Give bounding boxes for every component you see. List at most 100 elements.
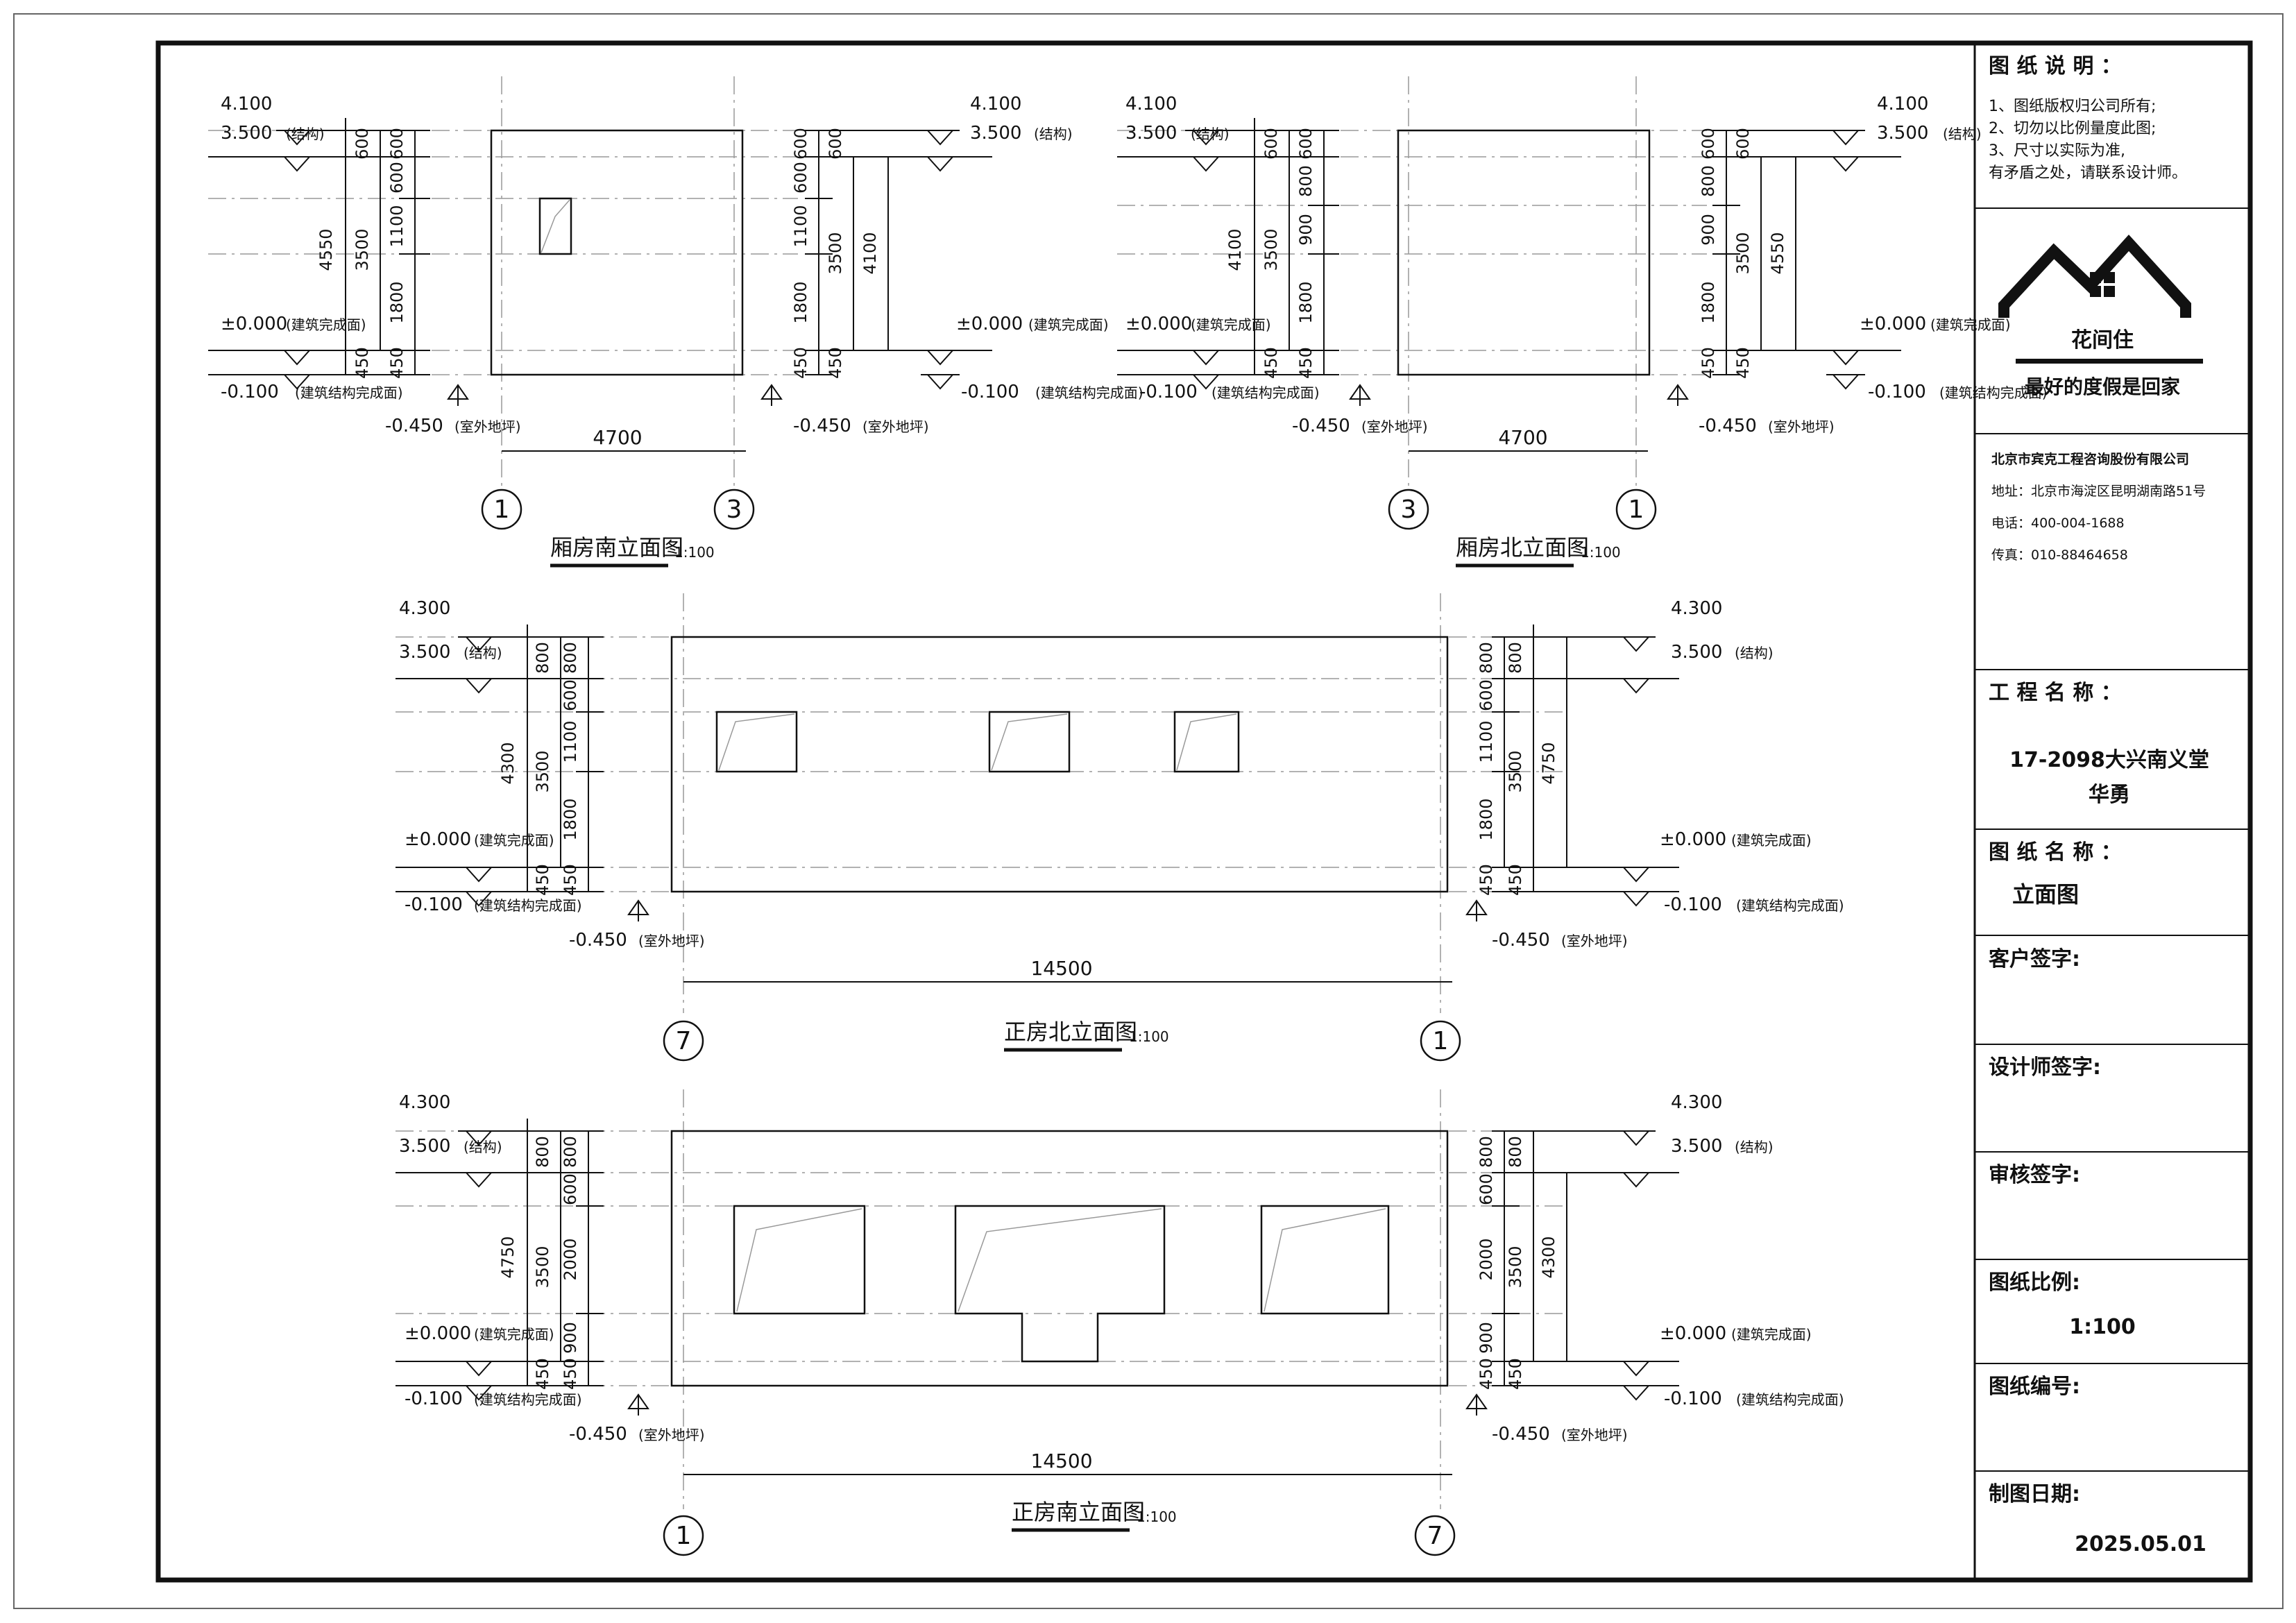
main-south-wall-outline [670,1130,1449,1387]
level-note: (结构) [1034,126,1073,142]
level-4300: 4.300 [1671,1092,1722,1113]
dim-parapet: 600 [791,128,810,160]
level-note: (结构) [464,1139,502,1155]
dim-base: 450 [1506,1358,1525,1390]
axis-bubble: 1 [676,1522,692,1550]
dim-window: 1100 [1477,720,1496,763]
level-ground: -0.450 [1492,1424,1550,1445]
dim-window: 1100 [387,205,407,247]
dim-parapet: 600 [1296,128,1316,160]
dim-window: 2000 [1477,1238,1496,1280]
dim-segment: 600 [561,679,580,711]
dim-height: 3500 [1506,750,1525,792]
level-000: ±0.000 [405,1323,471,1344]
scale-note: 1:100 [1581,544,1621,561]
company-address: 地址：北京市海淀区昆明湖南路51号 [1991,484,2206,499]
scale-note: 1:100 [674,544,715,561]
elevation-title: 厢房北立面图 [1456,534,1589,561]
level-note: (建筑完成面) [1930,316,2011,333]
date-label: 制图日期: [1989,1482,2080,1506]
level-4100: 4.100 [1877,94,1928,114]
level-4300: 4.300 [399,1092,450,1113]
level-3500: 3.500 [1671,642,1722,663]
level-note: (室外地坪) [1768,418,1835,435]
dim-width: 14500 [1030,957,1092,980]
scale-note: 1:100 [1137,1509,1177,1525]
client-signature-label: 客户签字: [1989,947,2080,971]
dim-overall: 4750 [498,1236,518,1278]
level-3500: 3.500 [221,123,272,144]
dim-parapet: 800 [1477,642,1496,674]
level-note: (室外地坪) [638,1427,705,1443]
note-line: 1、图纸版权归公司所有; [1989,98,2156,115]
dim-overall: 4300 [1539,1236,1558,1278]
note-line: 有矛盾之处，请联系设计师。 [1989,164,2187,182]
main-north-wall-outline [670,636,1449,893]
dim-overall: 4100 [1225,228,1245,271]
level-000: ±0.000 [1860,314,1926,334]
level-note: (建筑完成面) [1028,316,1109,333]
level-m0100: -0.100 [405,894,463,915]
level-000: ±0.000 [1125,314,1192,334]
level-000: ±0.000 [1660,829,1726,850]
level-ground: -0.450 [569,930,627,951]
dim-base: 450 [561,1358,580,1390]
dim-base: 450 [1477,1358,1496,1390]
level-note: (室外地坪) [638,933,705,949]
level-note: (建筑结构完成面) [1939,384,2048,401]
drawing-name: 立面图 [2012,881,2079,908]
wing-south-elevation: 4550 3500 600 600 600 1100 1800 450 450 … [208,76,1143,568]
dim-base: 450 [387,347,407,379]
dim-width: 4700 [593,426,642,449]
level-3500: 3.500 [399,1136,450,1157]
dim-overall: 4550 [1768,232,1787,274]
brand-slogan: 最好的度假是回家 [2025,375,2180,398]
level-note: (室外地坪) [862,418,929,435]
axis-bubble: 1 [494,495,510,524]
note-line: 2、切勿以比例量度此图; [1989,120,2156,137]
level-ground: -0.450 [1492,930,1550,951]
level-m0100: -0.100 [961,382,1019,402]
dim-segment: 800 [1699,165,1718,197]
level-000: ±0.000 [956,314,1023,334]
dim-parapet: 600 [1733,128,1753,160]
scale-value: 1:100 [2069,1315,2136,1339]
level-ground: -0.450 [1699,416,1757,436]
house-roof-logo-icon [1998,235,2203,364]
dim-height: 3500 [352,228,372,271]
window [988,711,1071,773]
dim-base: 450 [1477,864,1496,896]
main-north-elevation: 4300 3500 800 800 600 1100 1800 450 450 … [396,593,1844,1062]
dim-sill: 1800 [1296,281,1316,323]
dim-height: 3500 [533,1246,552,1288]
dim-base: 450 [533,1358,552,1390]
scale-label: 图纸比例: [1989,1271,2080,1295]
dim-parapet: 600 [1261,128,1281,160]
dim-base: 450 [1261,347,1281,379]
project-name: 17-2098大兴南义堂 [2009,748,2209,772]
dim-base: 450 [561,864,580,896]
project-name: 华勇 [2089,783,2130,807]
level-note: (建筑完成面) [286,316,366,333]
level-ground: -0.450 [793,416,851,436]
brand-name: 花间住 [2071,328,2134,352]
dim-segment: 600 [561,1173,580,1205]
level-note: (室外地坪) [454,418,521,435]
dim-height: 3500 [1261,228,1281,271]
axis-bubble: 1 [1433,1027,1449,1055]
inner-frame [155,40,2253,1583]
level-note: (室外地坪) [1561,1427,1628,1443]
level-3500: 3.500 [1125,123,1177,144]
company-phone: 电话：400-004-1688 [1991,516,2125,531]
level-3500: 3.500 [970,123,1021,144]
wing-north-wall-outline [1397,129,1651,376]
dim-overall: 4550 [316,228,336,271]
level-note: (室外地坪) [1561,933,1628,949]
dim-sill: 900 [561,1322,580,1354]
dim-parapet: 800 [1506,1136,1525,1168]
window [715,711,798,773]
elevation-title: 正房南立面图 [1012,1499,1145,1525]
main-south-elevation: 4750 3500 800 800 600 2000 900 450 450 8… [396,1089,1844,1556]
dim-segment: 900 [1699,214,1718,246]
